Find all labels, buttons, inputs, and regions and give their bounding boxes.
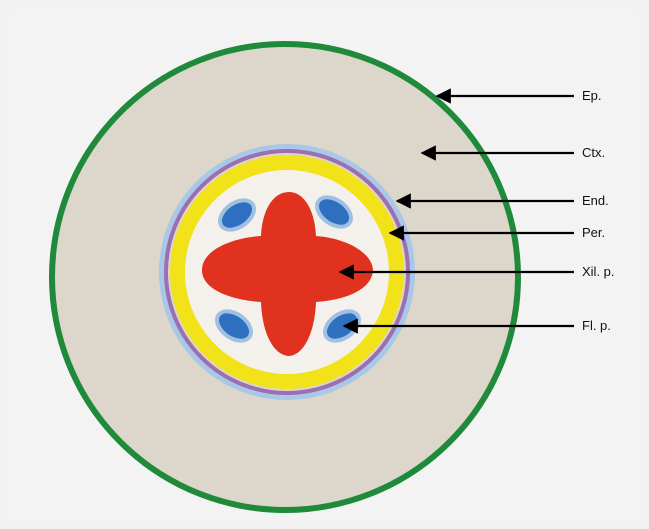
phloem-label: Fl. p. [582,318,611,334]
xylem-label: Xil. p. [582,264,615,280]
endodermis-label: End. [582,193,609,209]
epidermis-label: Ep. [582,88,602,104]
pericycle-label: Per. [582,225,605,241]
cortex-label: Ctx. [582,145,605,161]
